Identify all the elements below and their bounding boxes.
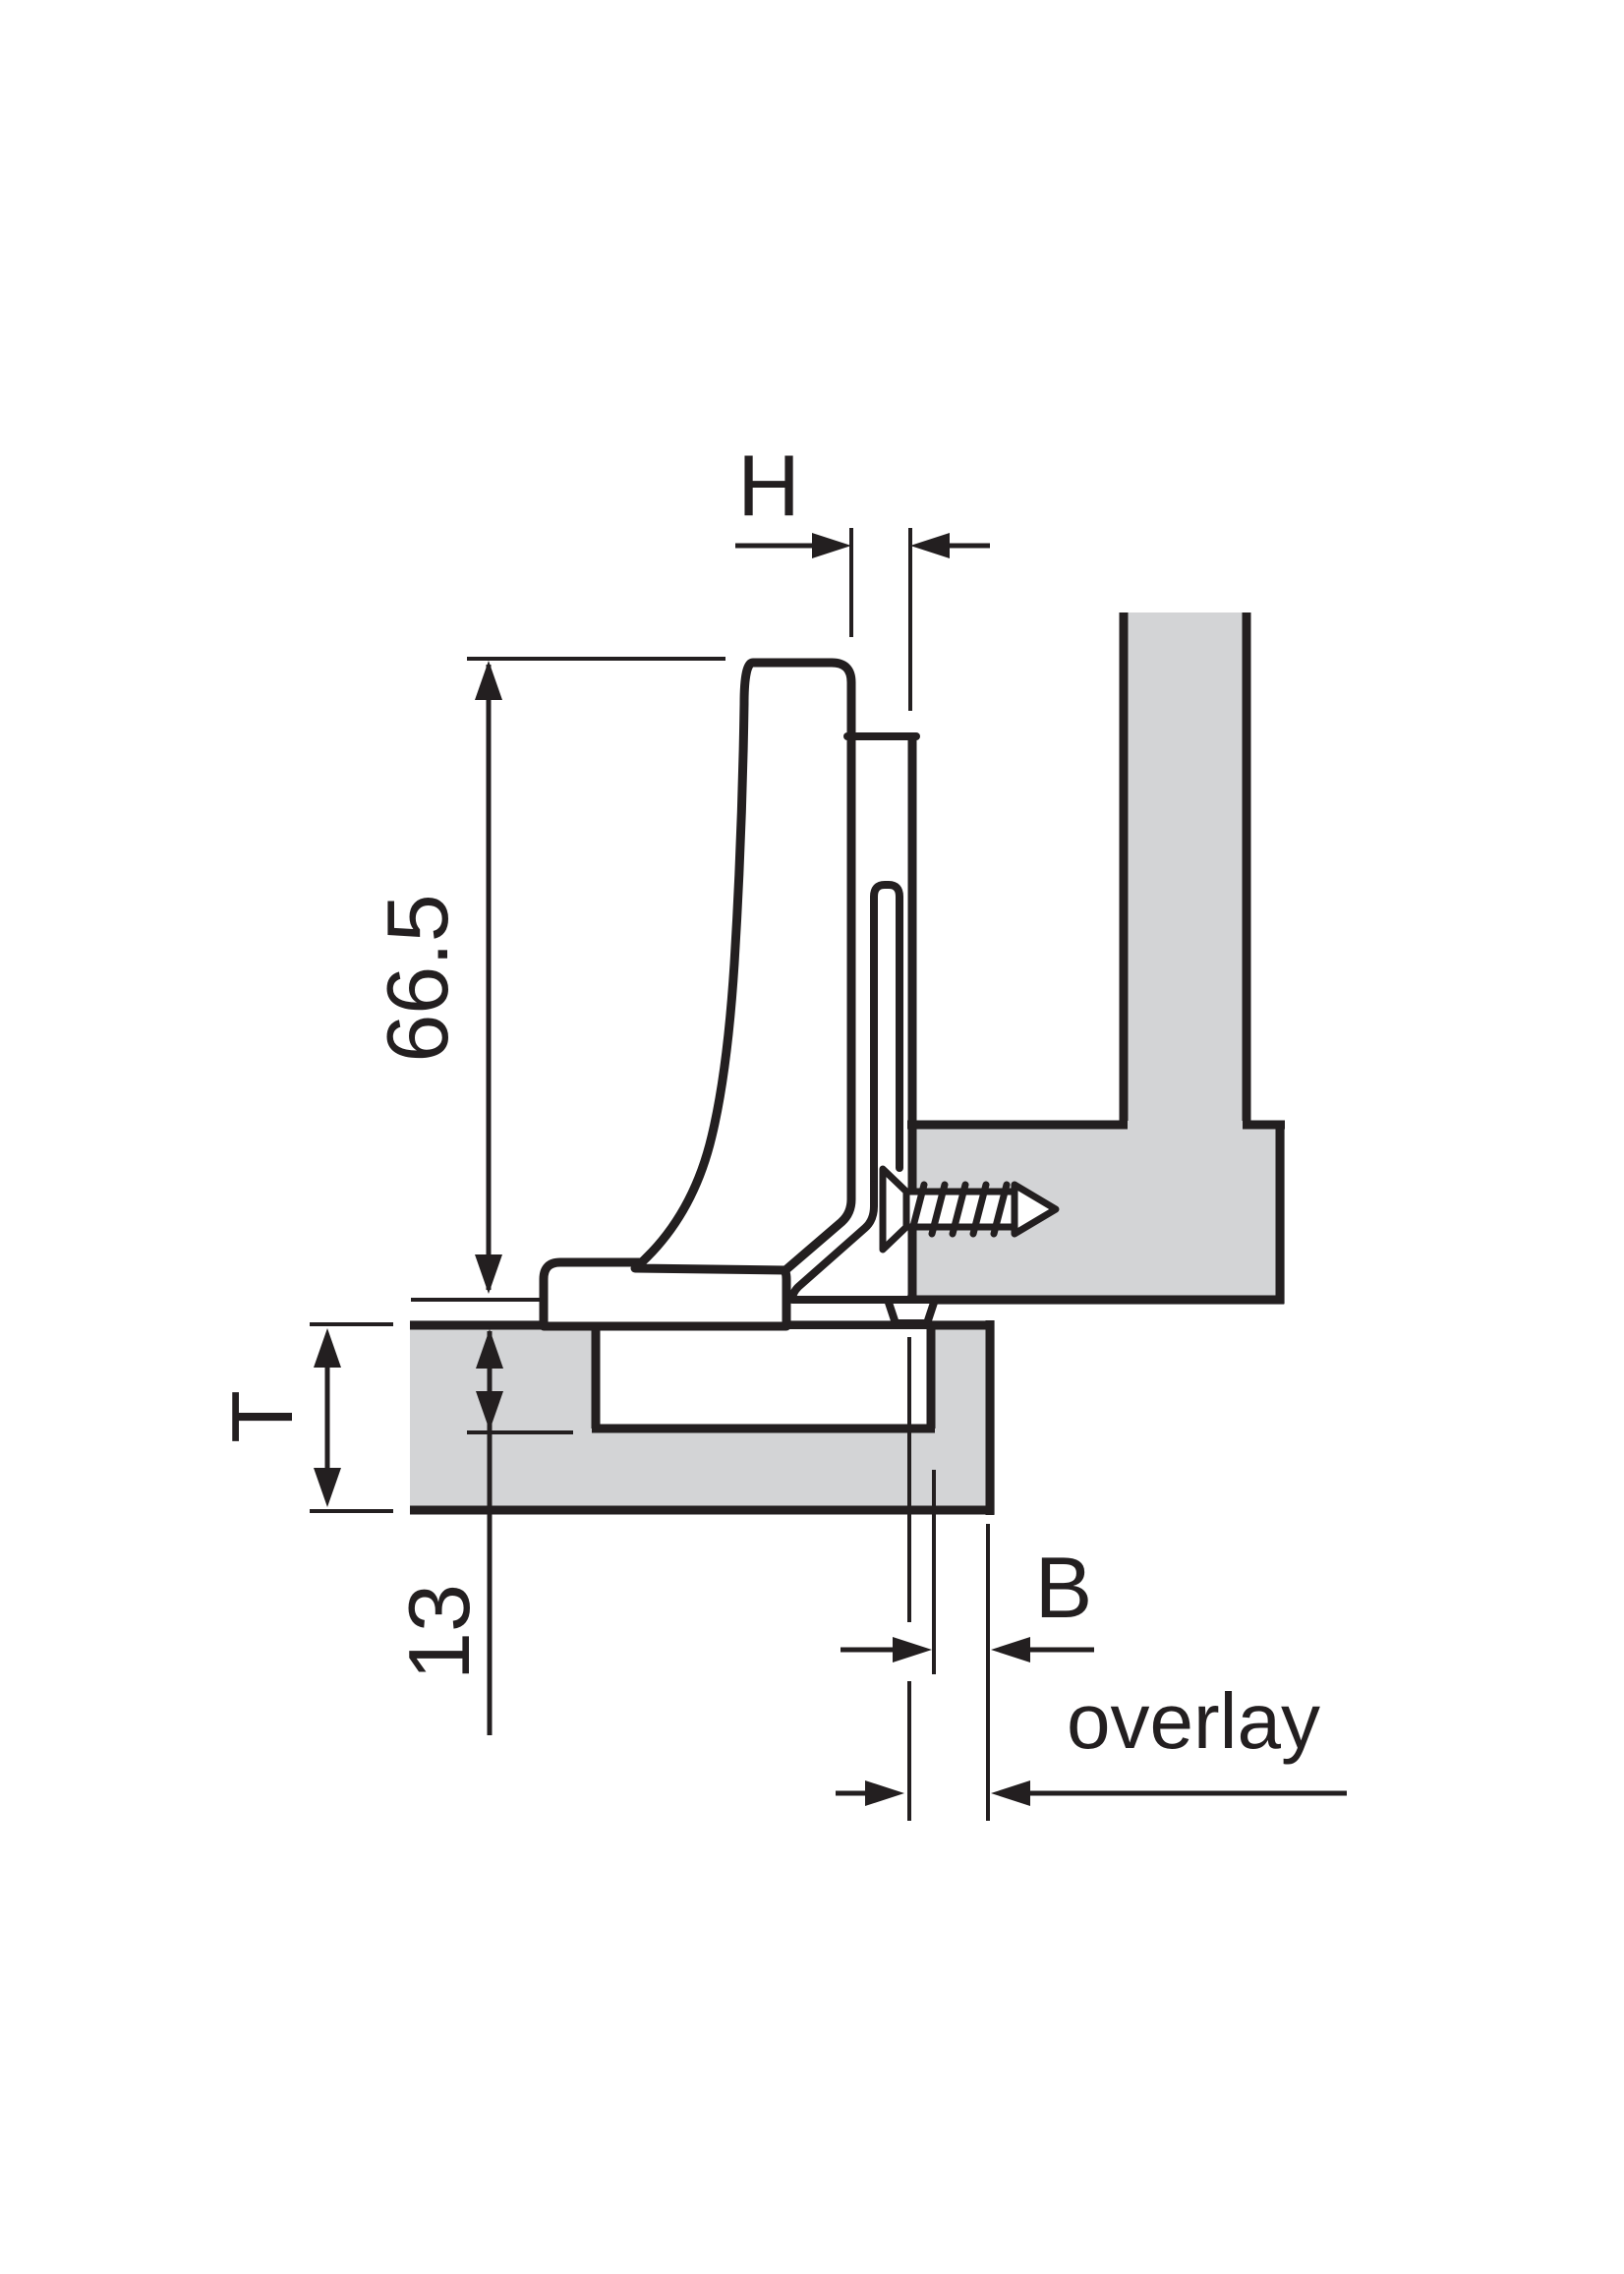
- cup-bore-notch: [591, 1325, 936, 1433]
- mounting-plate-foot: [884, 1296, 939, 1327]
- dimension-door-thickness: T: [213, 1322, 393, 1513]
- hinge-height-bottom-arrowhead: [475, 1254, 502, 1294]
- dimension-overlay: overlay: [836, 1677, 1347, 1806]
- dimension-h-label: H: [737, 437, 800, 534]
- mounting-screw: [879, 1165, 1060, 1254]
- overlay-right-arrowhead: [991, 1780, 1030, 1806]
- hinge-height-top-arrowhead: [475, 661, 502, 700]
- dimension-door-thickness-label: T: [213, 1390, 311, 1443]
- drilling-depth-top-arrowhead: [476, 1329, 503, 1369]
- overlay-left-arrowhead: [865, 1780, 904, 1806]
- bore-distance-left-arrowhead: [893, 1637, 932, 1662]
- door-thickness-bottom-arrowhead: [314, 1468, 341, 1507]
- bore-distance-right-arrowhead: [991, 1637, 1030, 1662]
- screw-head: [879, 1165, 910, 1254]
- mounting-plate-lower-edge: [788, 1181, 897, 1304]
- dimension-hinge-height-label: 66.5: [369, 894, 466, 1062]
- screw-tip: [1011, 1181, 1060, 1238]
- mounting-plate-slot: [870, 881, 903, 1189]
- drilling-depth-bottom-arrowhead: [476, 1391, 503, 1430]
- dimension-h-right-arrowhead: [910, 533, 950, 558]
- extension-lines: [907, 1337, 990, 1821]
- dimension-h-left-arrowhead: [812, 533, 851, 558]
- dimension-overlay-label: overlay: [1067, 1677, 1320, 1765]
- dimension-bore-distance-label: B: [1035, 1539, 1093, 1636]
- dimension-drilling-depth-label: 13: [390, 1584, 488, 1680]
- cup-bore-notch-fill: [600, 1329, 927, 1425]
- dimension-bore-distance: B: [841, 1539, 1094, 1662]
- screw-threads: [907, 1181, 1011, 1238]
- door-panel: [410, 1320, 995, 1515]
- dimension-h: H: [735, 437, 990, 711]
- door-thickness-top-arrowhead: [314, 1328, 341, 1368]
- hinge-mounting-plate: [788, 732, 939, 1327]
- hinge-arm: [630, 658, 856, 1275]
- cabinet-side-panel-fill: [1120, 612, 1250, 1216]
- dimension-hinge-height: 66.5: [369, 657, 725, 1302]
- hinge-arm-outline: [630, 658, 856, 1275]
- dimension-drilling-depth: 13: [390, 1329, 573, 1735]
